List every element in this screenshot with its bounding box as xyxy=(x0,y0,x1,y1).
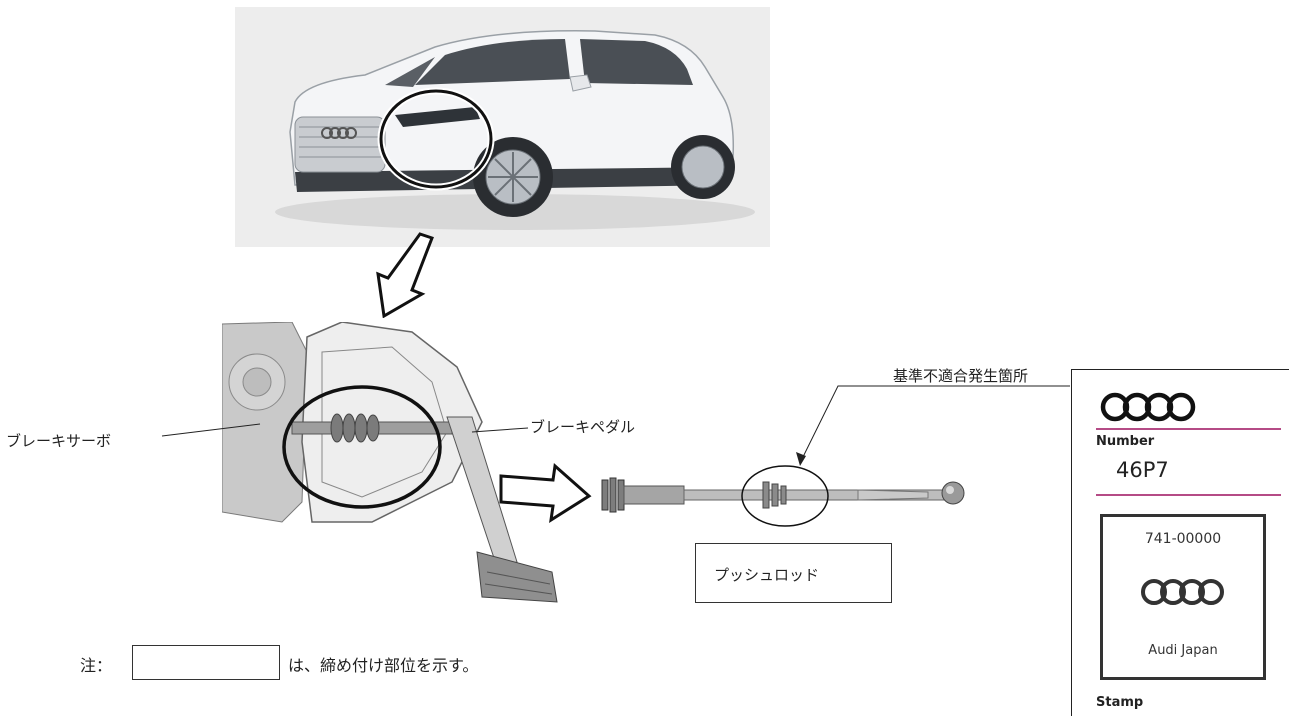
accent-rule-bottom xyxy=(1096,494,1281,496)
note-legend-box xyxy=(132,645,280,680)
car-photo xyxy=(235,7,770,247)
pedal-assembly-drawing xyxy=(221,321,562,612)
stamp-rings-icon xyxy=(1141,579,1224,605)
push-rod-drawing xyxy=(598,448,970,538)
brake-pedal-label: ブレーキペダル xyxy=(530,418,636,436)
stamp-card xyxy=(1071,369,1289,716)
car-illustration xyxy=(275,30,755,230)
rubber-stamp: 741-00000 Audi Japan xyxy=(1100,514,1266,680)
down-arrow-icon xyxy=(376,232,434,318)
defect-location-label: 基準不適合発生箇所 xyxy=(893,367,1029,385)
brake-servo-label: ブレーキサーボ xyxy=(6,432,112,450)
stamp-code: 741-00000 xyxy=(1144,531,1222,547)
number-label: Number xyxy=(1096,434,1155,449)
stamp-name: Audi Japan xyxy=(1148,643,1218,658)
note-text: は、締め付け部位を示す。 xyxy=(288,656,479,675)
push-rod-label: プッシュロッド xyxy=(714,566,820,584)
stamp-label: Stamp xyxy=(1096,695,1144,710)
note-prefix: 注： xyxy=(80,656,113,675)
right-arrow-icon xyxy=(499,463,592,524)
accent-rule-top xyxy=(1096,428,1281,430)
number-value: 46P7 xyxy=(1116,458,1169,482)
audi-rings-logo-icon xyxy=(1100,392,1196,422)
push-rod-label-box: プッシュロッド xyxy=(695,543,892,603)
